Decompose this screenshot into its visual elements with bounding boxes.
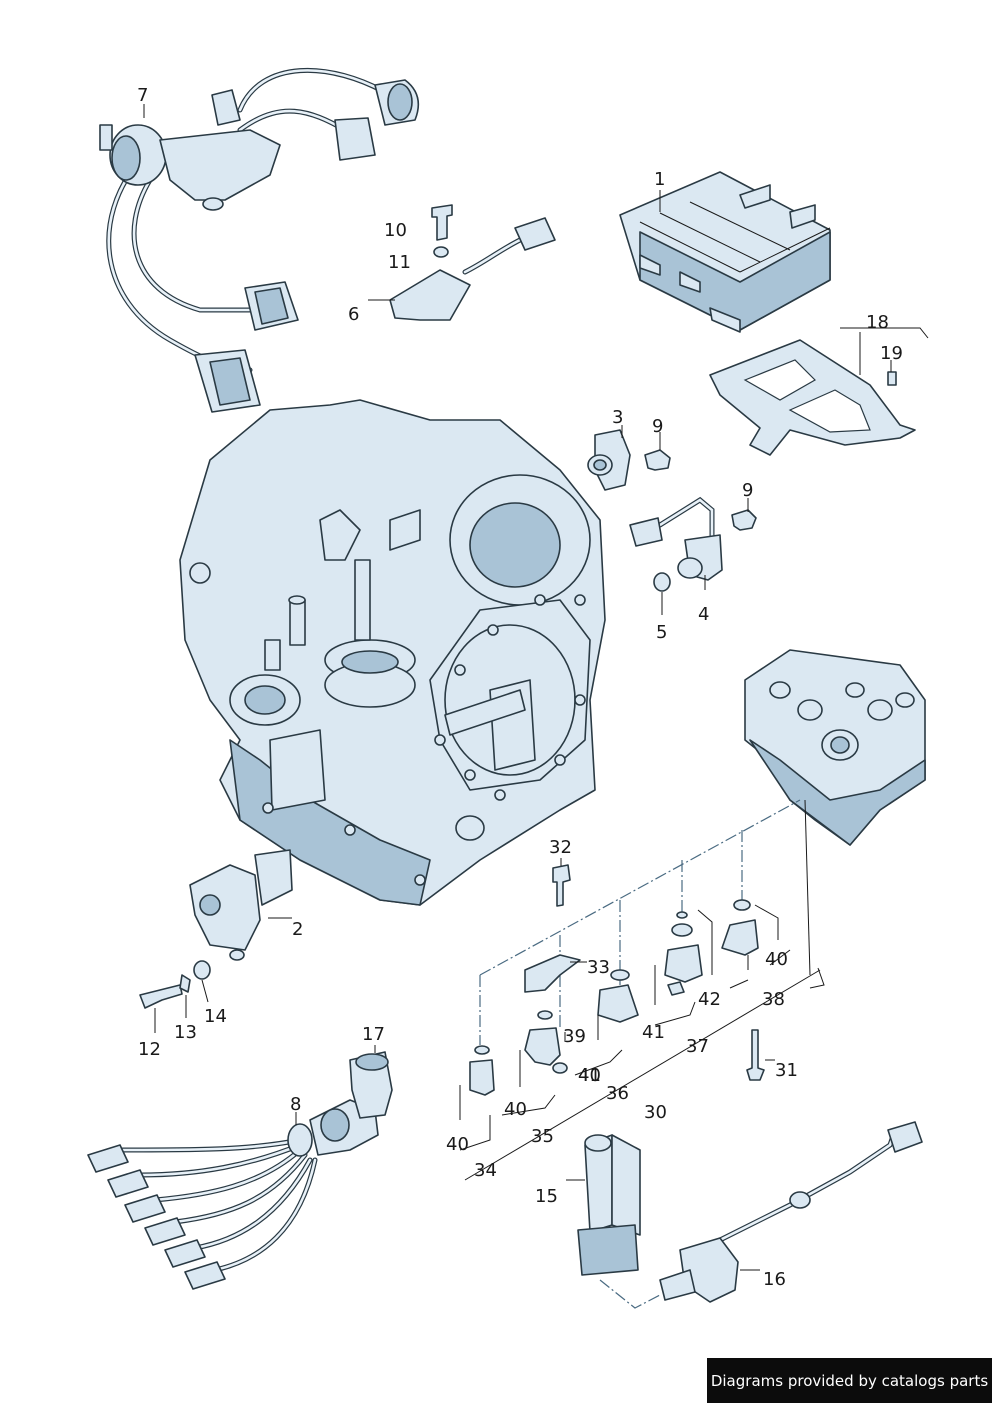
callout-5: 5 <box>656 622 667 643</box>
callout-11: 11 <box>388 252 411 273</box>
callout-7: 7 <box>137 85 148 106</box>
callout-37: 37 <box>686 1036 709 1057</box>
washer-11 <box>433 246 449 258</box>
callout-18: 18 <box>866 312 889 333</box>
callout-42: 42 <box>698 989 721 1010</box>
callout-40-c: 40 <box>765 949 788 970</box>
sensor-4 <box>629 496 723 581</box>
callout-19: 19 <box>880 343 903 364</box>
callout-13: 13 <box>174 1022 197 1043</box>
lock-washer-13 <box>179 974 191 993</box>
bolt-9-upper <box>644 449 671 471</box>
callout-3: 3 <box>612 407 623 428</box>
callout-32: 32 <box>549 837 572 858</box>
bolt-19 <box>887 371 897 386</box>
callout-41-a: 41 <box>642 1022 665 1043</box>
callout-39: 39 <box>563 1026 586 1047</box>
bolt-32 <box>552 864 571 907</box>
callout-15: 15 <box>535 1186 558 1207</box>
o-ring-5 <box>653 572 671 592</box>
callout-30: 30 <box>644 1102 667 1123</box>
callout-33: 33 <box>587 957 610 978</box>
bolt-10 <box>431 204 453 241</box>
control-unit-1 <box>619 171 831 333</box>
callout-10: 10 <box>384 220 407 241</box>
switch-2 <box>189 849 293 961</box>
callout-40-a: 40 <box>446 1134 469 1155</box>
harness-8 <box>87 1099 379 1290</box>
guide-15 <box>577 1134 641 1276</box>
callouts: 1 2 3 4 5 6 7 8 9 9 10 11 12 13 14 15 16… <box>137 85 903 1290</box>
callout-16: 16 <box>763 1269 786 1290</box>
bracket-18 <box>709 339 916 456</box>
callout-8: 8 <box>290 1094 301 1115</box>
callout-14: 14 <box>204 1006 227 1027</box>
callout-31: 31 <box>775 1060 798 1081</box>
sensor-3 <box>587 429 631 491</box>
sensor-16 <box>599 1121 923 1309</box>
callout-17: 17 <box>362 1024 385 1045</box>
callout-6: 6 <box>348 304 359 325</box>
leader-lines <box>143 104 929 1271</box>
transmission-housing <box>179 399 606 906</box>
callout-9-upper: 9 <box>652 416 663 437</box>
callout-40-d: 40 <box>578 1065 601 1086</box>
bolt-12 <box>139 984 183 1009</box>
callout-2: 2 <box>292 919 303 940</box>
sensor-6 <box>389 217 556 321</box>
callout-40-b: 40 <box>504 1099 527 1120</box>
connector-17 <box>349 1051 393 1119</box>
callout-41-b: 41 <box>578 1065 601 1086</box>
callout-4: 4 <box>698 604 709 625</box>
callout-1: 1 <box>654 169 665 190</box>
callout-38: 38 <box>762 989 785 1010</box>
washer-14 <box>193 960 211 980</box>
callout-9-lower: 9 <box>742 480 753 501</box>
valve-body-30 <box>744 649 926 846</box>
credit-banner: Diagrams provided by catalogs parts <box>707 1358 992 1403</box>
callout-34: 34 <box>474 1160 497 1181</box>
callout-35: 35 <box>531 1126 554 1147</box>
callout-12: 12 <box>138 1039 161 1060</box>
wiring-harness-7 <box>99 67 420 413</box>
bolt-9-lower <box>731 509 757 531</box>
bolt-31 <box>746 1029 765 1081</box>
callout-36: 36 <box>606 1083 629 1104</box>
solenoid-valves <box>469 799 801 1096</box>
